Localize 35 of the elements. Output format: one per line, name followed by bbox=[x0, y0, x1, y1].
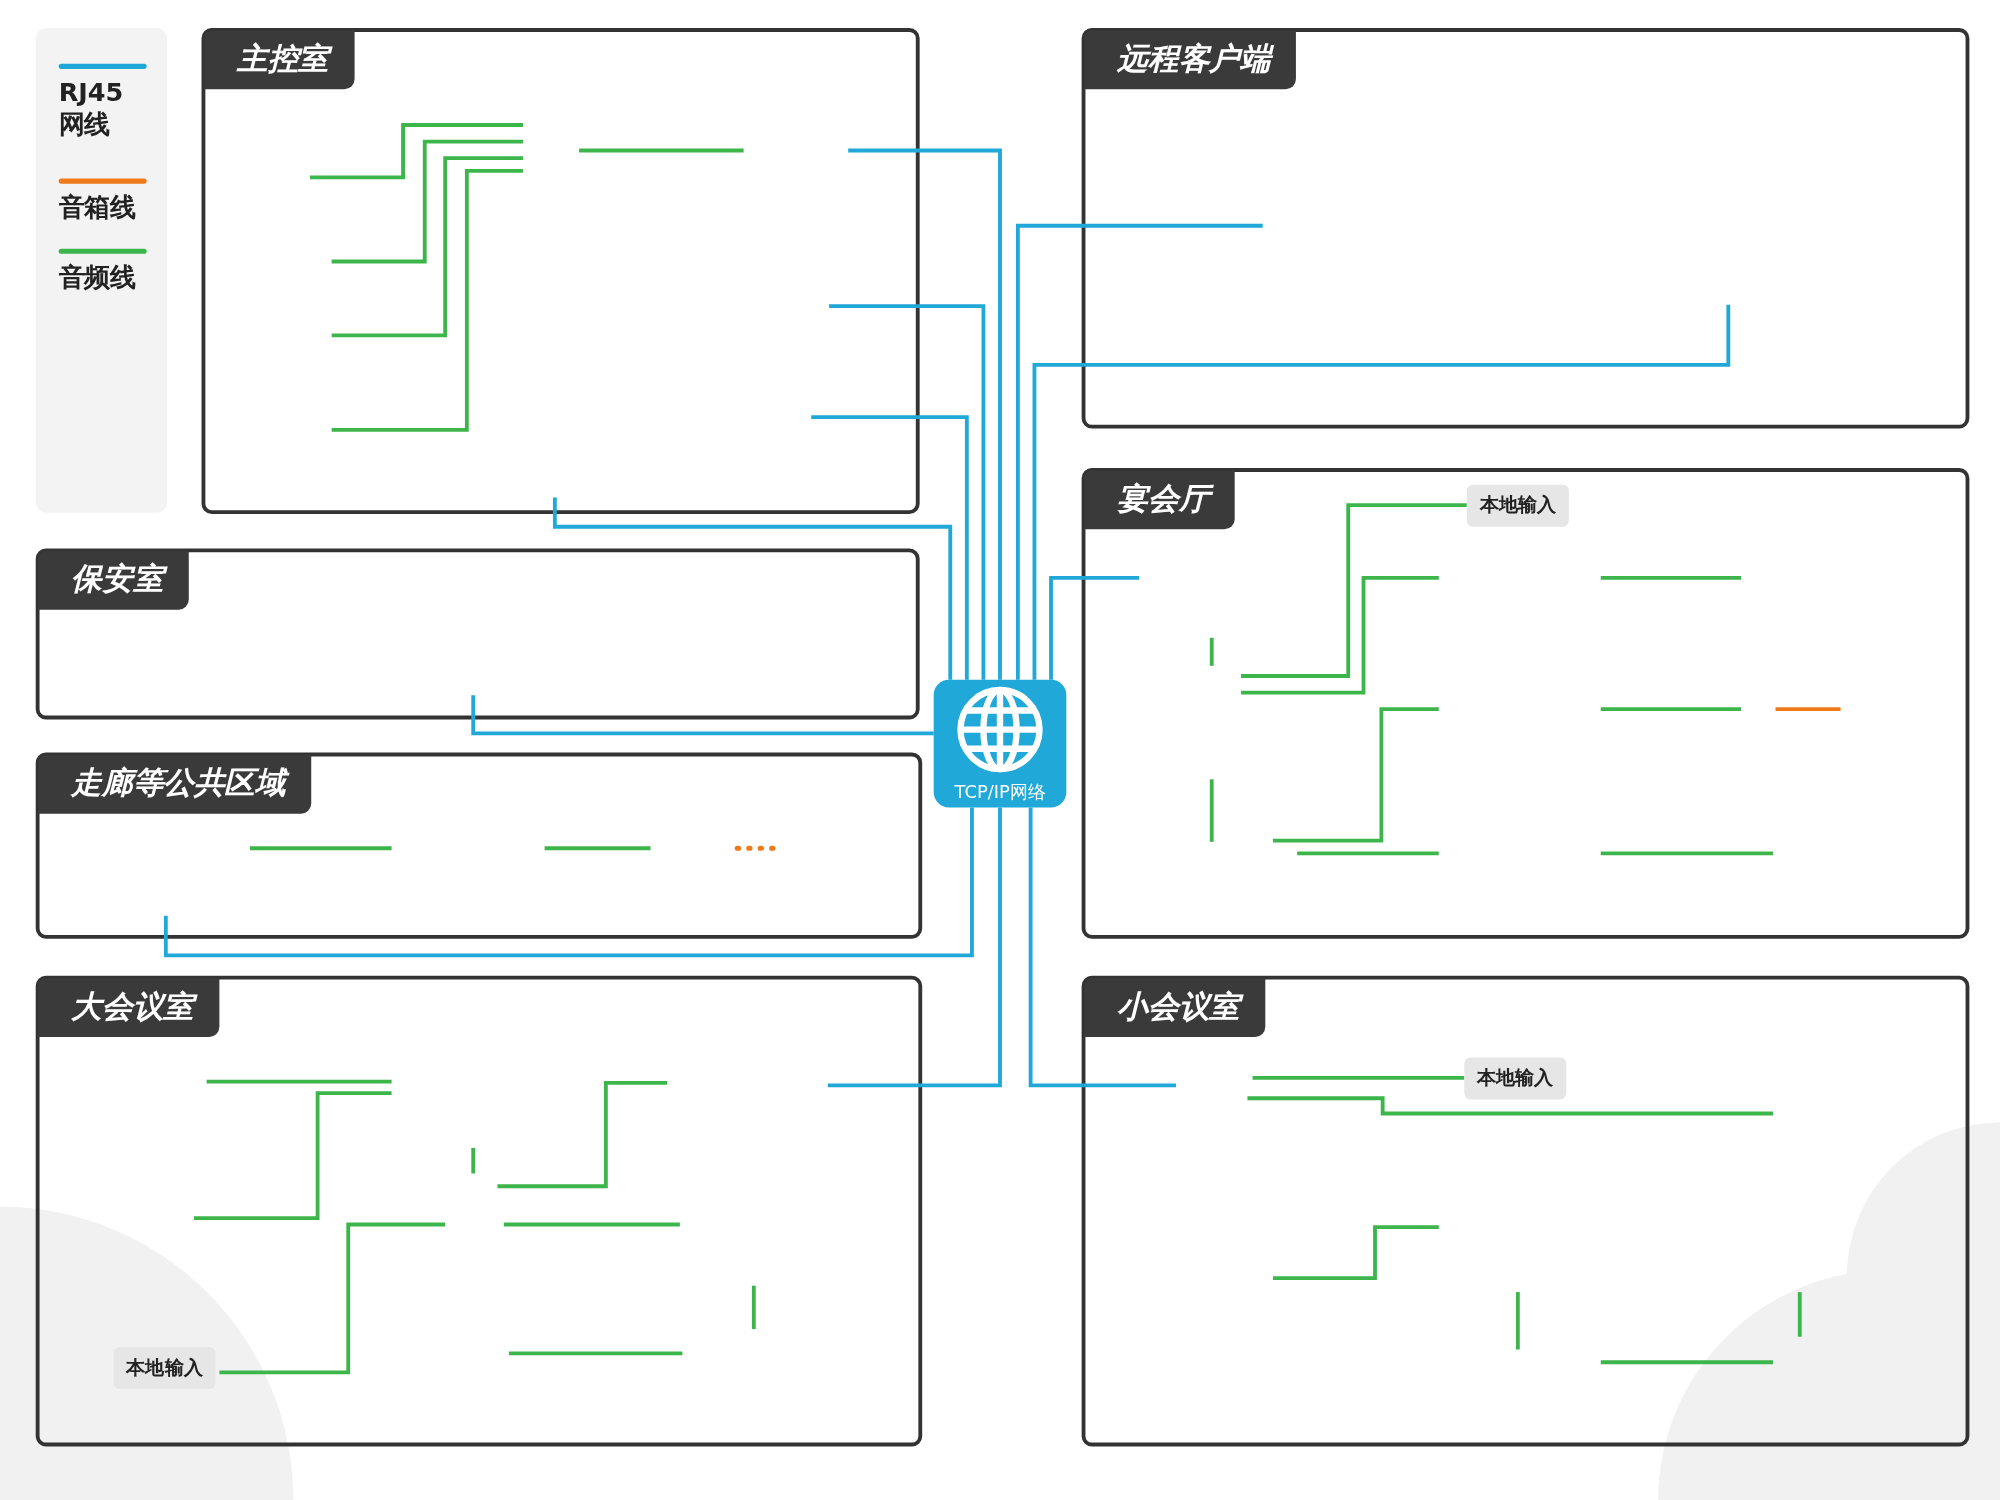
legend-label: 音频线 bbox=[58, 261, 137, 294]
input-tag: 本地输入 bbox=[1464, 1057, 1567, 1100]
room-panel bbox=[35, 548, 920, 720]
cable-line bbox=[827, 807, 1002, 1088]
room-title: 宴会厅 bbox=[1084, 470, 1235, 530]
input-tag: 本地输入 bbox=[113, 1346, 216, 1390]
cable-line bbox=[829, 304, 986, 680]
room-panel bbox=[1081, 28, 1970, 429]
room-title: 主控室 bbox=[204, 30, 355, 90]
room-title: 大会议室 bbox=[38, 978, 220, 1037]
cable-line bbox=[1028, 807, 1176, 1088]
cable-line bbox=[1241, 503, 1467, 678]
room-panel bbox=[201, 28, 920, 515]
room-panel bbox=[1081, 975, 1970, 1447]
room-title: 远程客户端 bbox=[1084, 30, 1296, 90]
cable-line bbox=[1252, 1075, 1465, 1080]
room-title: 小会议室 bbox=[1084, 978, 1266, 1037]
room-title: 走廊等公共区域 bbox=[38, 755, 312, 814]
room-panel bbox=[35, 975, 923, 1447]
cable-line bbox=[1015, 223, 1263, 680]
cable-line bbox=[552, 497, 953, 680]
input-tag: 本地输入 bbox=[1466, 484, 1569, 527]
legend-label: RJ45 网线 bbox=[58, 76, 125, 141]
room-panel bbox=[35, 752, 923, 939]
network-label: TCP/IP网络 bbox=[953, 781, 1047, 805]
legend-label: 音箱线 bbox=[58, 191, 137, 224]
cable-line bbox=[471, 695, 934, 736]
cable-line bbox=[219, 1222, 446, 1375]
room-title: 保安室 bbox=[38, 551, 189, 610]
cable-line bbox=[811, 415, 969, 680]
room-panel bbox=[1081, 468, 1970, 939]
cable-line bbox=[1032, 304, 1731, 680]
cable-line bbox=[848, 148, 1002, 680]
network-hub bbox=[933, 679, 1067, 808]
cable-line bbox=[163, 807, 974, 958]
